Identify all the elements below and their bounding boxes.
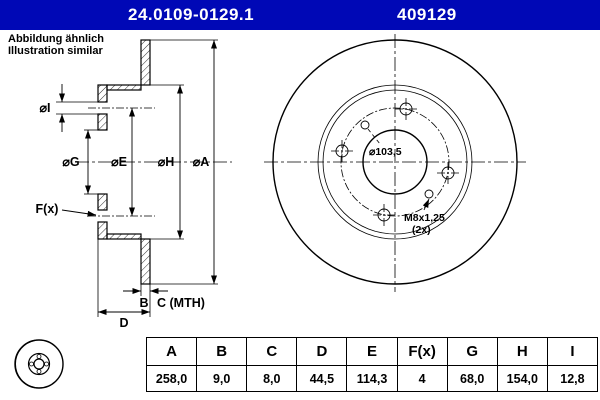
bolt-hole-2 xyxy=(437,162,459,184)
cross-section-view xyxy=(75,39,232,285)
disc-icon-hub xyxy=(27,352,51,376)
disc-icon-hole-top xyxy=(36,354,42,359)
section-hat-wall-bottom xyxy=(106,233,142,240)
note-line-de: Abbildung ähnlich xyxy=(8,33,104,45)
front-view: ⌀103,5 M8x1,25 (2x) xyxy=(264,34,526,292)
section-face-top-a xyxy=(97,84,108,103)
thread-hole-1 xyxy=(360,120,370,130)
bolt-hole-3 xyxy=(373,204,395,226)
col-header-i: I xyxy=(546,337,599,366)
b-label: B xyxy=(139,296,148,310)
dimensions-table: A B C D E F(x) G H I 258,0 9,0 8,0 44,5 … xyxy=(145,337,599,392)
technical-drawing: ⌀A ⌀H ⌀E ⌀G ⌀I F(x) xyxy=(36,34,526,330)
value-g: 68,0 xyxy=(446,365,498,392)
friction-band-inner-circle xyxy=(317,84,473,240)
note-line-en: Illustration similar xyxy=(8,45,103,57)
dia-i-label: ⌀I xyxy=(40,101,51,115)
bolt-hole-4 xyxy=(331,140,353,162)
pcd-label: ⌀103,5 xyxy=(369,146,402,158)
disc-icon-hole-left xyxy=(29,361,34,367)
dimensions-table-value-row: 258,0 9,0 8,0 44,5 114,3 4 68,0 154,0 12… xyxy=(145,365,599,392)
header-bar: 24.0109-0129.1 409129 xyxy=(0,0,600,30)
value-i: 12,8 xyxy=(546,365,599,392)
similarity-note: Abbildung ähnlich Illustration similar xyxy=(8,33,104,57)
col-header-a: A xyxy=(145,337,198,366)
col-header-c: C xyxy=(246,337,298,366)
dimensions-table-header-row: A B C D E F(x) G H I xyxy=(145,337,599,366)
dimension-lines: ⌀A ⌀H ⌀E ⌀G ⌀I F(x) xyxy=(36,39,218,330)
part-number: 24.0109-0129.1 xyxy=(128,5,255,24)
hat-diameter-circle xyxy=(322,89,468,235)
value-b: 9,0 xyxy=(196,365,248,392)
col-header-e: E xyxy=(346,337,398,366)
bolt-hole-1 xyxy=(395,98,417,120)
dia-a-label: ⌀A xyxy=(193,155,210,169)
d-label: D xyxy=(119,316,128,330)
center-bore-circle xyxy=(362,129,428,195)
dia-e-label: ⌀E xyxy=(111,155,127,169)
section-hat-wall-top xyxy=(106,84,142,91)
thread-hole-2 xyxy=(424,189,434,199)
col-header-g: G xyxy=(446,337,498,366)
col-header-b: B xyxy=(196,337,248,366)
thread-qty-label: (2x) xyxy=(412,224,431,236)
value-e: 114,3 xyxy=(346,365,398,392)
section-face-bottom-b xyxy=(97,221,108,240)
section-face-bottom-a xyxy=(97,193,108,211)
col-header-fx: F(x) xyxy=(396,337,448,366)
section-face-top-b xyxy=(97,113,108,131)
dia-g-label: ⌀G xyxy=(62,155,79,169)
disc-icon-hole-right xyxy=(44,361,49,367)
disc-icon xyxy=(14,339,64,389)
section-disc-slab-top xyxy=(140,39,151,86)
c-mth-label: C (MTH) xyxy=(157,296,205,310)
section-disc-slab-bottom xyxy=(140,238,151,285)
outer-diameter-circle xyxy=(272,39,518,285)
f-x-label: F(x) xyxy=(36,202,59,216)
disc-icon-hole-bottom xyxy=(36,369,42,374)
value-a: 258,0 xyxy=(145,365,198,392)
value-fx: 4 xyxy=(396,365,448,392)
disc-icon-bore xyxy=(33,358,45,370)
value-c: 8,0 xyxy=(246,365,298,392)
reference-number: 409129 xyxy=(397,5,457,24)
dia-h-label: ⌀H xyxy=(158,155,175,169)
col-header-d: D xyxy=(296,337,348,366)
bolt-circle xyxy=(340,107,450,217)
col-header-h: H xyxy=(496,337,548,366)
disc-icon-edge xyxy=(14,339,36,389)
value-h: 154,0 xyxy=(496,365,548,392)
value-d: 44,5 xyxy=(296,365,348,392)
thread-label: M8x1,25 xyxy=(404,212,445,224)
